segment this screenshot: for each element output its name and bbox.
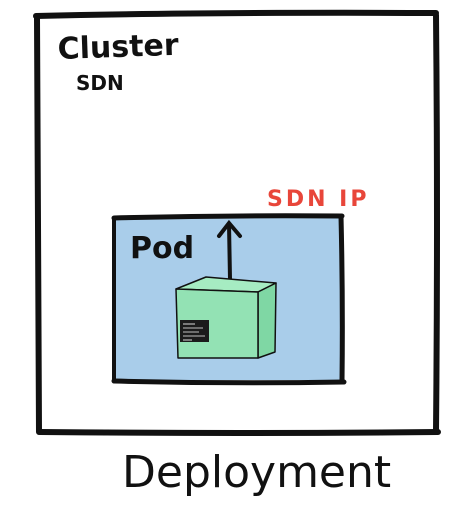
cluster-subtitle: SDN: [76, 71, 124, 95]
pod-border-right: [338, 213, 345, 385]
pod-border-top: [111, 213, 345, 221]
pod-border-bottom: [111, 378, 347, 386]
sdn-arrow-shaft: [227, 222, 232, 281]
sdn-ip-label: SDN IP: [267, 187, 370, 212]
pod-label: Pod: [130, 231, 194, 266]
cluster-frame-bottom: [37, 429, 441, 436]
sdn-arrow-head: [217, 219, 242, 238]
deployment-label: Deployment: [122, 447, 391, 498]
cluster-frame-right: [433, 12, 440, 434]
cluster-frame-top: [33, 9, 439, 19]
cluster-frame-left: [34, 15, 42, 435]
sdn-arrow: [217, 219, 242, 281]
cluster-frame: [33, 9, 441, 436]
cluster-title: Cluster: [57, 28, 179, 67]
container-side-face: [257, 282, 277, 359]
terminal-icon: [180, 320, 209, 342]
container-box: [175, 276, 277, 359]
